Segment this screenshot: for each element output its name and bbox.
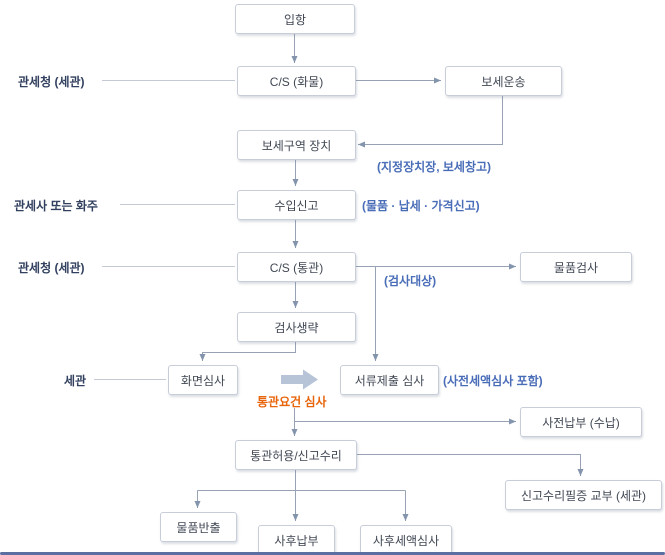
label-clearance-requirement-review: 통관요건 심사 bbox=[257, 395, 327, 409]
flow-arrow-icon bbox=[281, 369, 318, 390]
node-screen-review: 화면심사 bbox=[168, 365, 238, 395]
node-goods-release: 물품반출 bbox=[160, 512, 237, 542]
side-label-customs-office-mid: 관세청 (세관) bbox=[18, 261, 85, 275]
node-clearance-approval: 통관허용/신고수리 bbox=[235, 440, 357, 470]
node-cs-cargo: C/S (화물) bbox=[237, 66, 356, 96]
side-label-customs-office-top: 관세청 (세관) bbox=[18, 75, 85, 89]
node-inspection-omitted: 검사생략 bbox=[237, 312, 356, 342]
node-advance-payment: 사전납부 (수납) bbox=[520, 407, 642, 437]
note-pre-tax-review: (사전세액심사 포함) bbox=[443, 374, 543, 388]
node-bonded-area-storage: 보세구역 장치 bbox=[237, 130, 356, 160]
side-label-broker-or-owner: 관세사 또는 화주 bbox=[14, 199, 98, 213]
note-declaration: (물품 · 납세 · 가격신고) bbox=[362, 199, 480, 213]
node-post-payment: 사후납부 bbox=[258, 525, 335, 555]
bottom-border-rule bbox=[0, 552, 665, 555]
note-inspection-target: (검사대상) bbox=[384, 274, 437, 288]
node-cs-clearance: C/S (통관) bbox=[237, 252, 356, 282]
node-goods-inspection: 물품검사 bbox=[520, 252, 632, 282]
node-import-declaration: 수입신고 bbox=[237, 190, 356, 220]
node-arrival: 입항 bbox=[235, 4, 355, 34]
side-label-customs: 세관 bbox=[64, 374, 87, 388]
node-document-submission-review: 서류제출 심사 bbox=[340, 365, 439, 395]
node-post-tax-review: 사후세액심사 bbox=[360, 525, 452, 555]
note-storage: (지정장치장, 보세창고) bbox=[377, 160, 492, 174]
node-acceptance-certificate: 신고수리필증 교부 (세관) bbox=[505, 480, 662, 510]
node-bonded-transport: 보세운송 bbox=[445, 66, 562, 96]
